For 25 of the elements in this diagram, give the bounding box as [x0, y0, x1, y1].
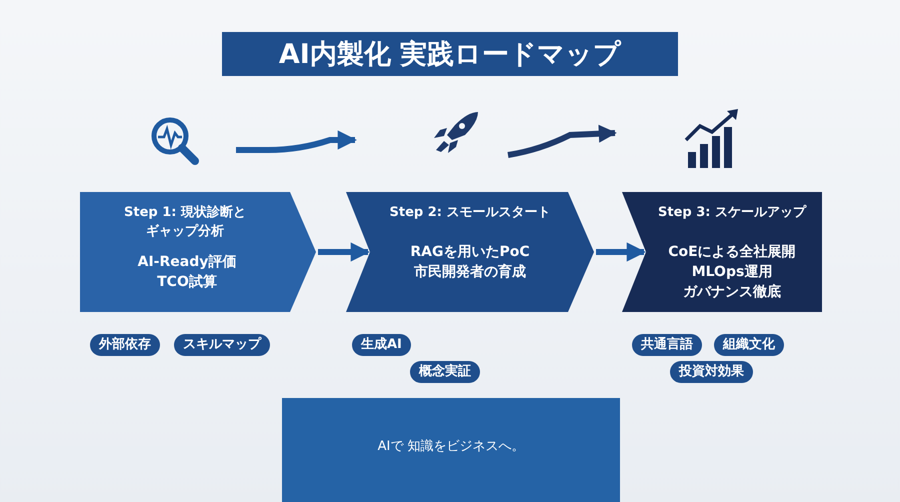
title-banner: AI内製化 実践ロードマップ: [222, 32, 678, 76]
tag-pill: 概念実証: [410, 361, 480, 383]
arrow: [318, 242, 370, 262]
step-body: ガバナンス徹底: [682, 282, 782, 302]
tag-pill: 共通言語: [632, 334, 702, 356]
step-panel: [80, 192, 316, 312]
step-body: CoEによる全社展開: [667, 243, 797, 262]
tagline-text: AIで 知識をビジネスへ。: [376, 438, 526, 456]
arrow: [596, 242, 646, 262]
step-panel: [346, 192, 594, 312]
tag-pill: 外部依存: [90, 334, 160, 356]
step-body: RAGを用いたPoC: [409, 243, 531, 262]
step-body: TCO試算: [156, 273, 218, 292]
tag-pill: 投資対効果: [670, 361, 753, 383]
tag-pill: 生成AI: [352, 334, 411, 356]
tag-pill: 組織文化: [714, 334, 784, 356]
step-panel: [622, 192, 822, 312]
step-heading: Step 2: スモールスタート: [388, 204, 552, 222]
step-heading: Step 1: 現状診断とギャップ分析: [123, 204, 247, 241]
step-body: AI-Ready評価: [136, 253, 238, 272]
tagline-panel: [282, 398, 620, 502]
tag-pill: スキルマップ: [174, 334, 270, 356]
step-body: 市民開発者の育成: [413, 262, 527, 282]
step-body: MLOps運用: [690, 263, 774, 282]
step-heading: Step 3: スケールアップ: [657, 204, 808, 222]
